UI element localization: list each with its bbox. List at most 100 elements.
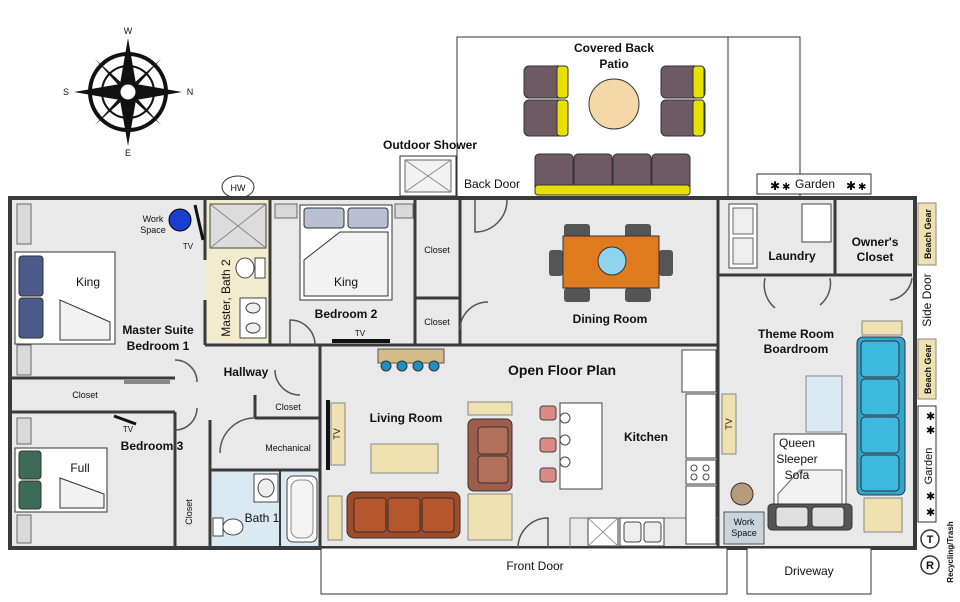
svg-text:T: T <box>927 534 934 546</box>
side-table <box>467 401 513 416</box>
svg-text:Master, Bath 2: Master, Bath 2 <box>219 259 233 337</box>
loveseat <box>467 418 513 492</box>
closet-hallway: Closet <box>275 402 301 412</box>
svg-text:Recycling/Trash: Recycling/Trash <box>946 521 955 582</box>
bed-full-bedroom3: Full <box>14 447 108 513</box>
closet-bedroom2-a: Closet <box>424 245 450 255</box>
plant-icon: ✱ <box>926 410 935 423</box>
svg-text:Full: Full <box>70 461 89 475</box>
bed-king-bedroom2: King <box>299 204 393 301</box>
side-table-theme <box>861 320 903 336</box>
plant-icon: ✱ <box>782 182 790 193</box>
coffee-table-theme <box>805 375 843 433</box>
living-room-label: Living Room <box>370 411 443 425</box>
svg-text:Outdoor Shower: Outdoor Shower <box>383 138 477 152</box>
sofa-theme <box>856 336 906 496</box>
plant-icon: ✱ <box>858 182 866 193</box>
water-heater: HW <box>221 175 255 199</box>
svg-text:TV: TV <box>183 242 194 251</box>
patio-chair <box>523 65 569 99</box>
closet-master: Closet <box>72 380 170 400</box>
plant-icon: ✱ <box>846 179 856 193</box>
tv-living: TV <box>326 400 346 470</box>
svg-text:TV: TV <box>332 428 342 440</box>
end-table <box>327 495 343 541</box>
hallway-label: Hallway <box>224 365 269 379</box>
svg-text:Driveway: Driveway <box>784 564 833 578</box>
svg-text:TV: TV <box>355 329 366 338</box>
bar-counter <box>377 348 445 372</box>
compass-bottom-label: E <box>125 148 131 158</box>
svg-text:King: King <box>76 275 100 289</box>
door-swings <box>174 199 913 549</box>
compass-top-label: W <box>124 26 133 36</box>
coffee-table <box>370 443 439 474</box>
svg-text:Closet: Closet <box>72 390 98 400</box>
patio-chair <box>660 65 706 99</box>
tv-bedroom3: TV <box>113 414 137 434</box>
bath1: Bath 1 <box>212 473 318 543</box>
svg-text:TV: TV <box>724 418 734 430</box>
garden-top: Garden ✱ ✱ ✱ ✱ <box>756 173 872 195</box>
plant-icon: ✱ <box>926 506 935 519</box>
dining-table <box>549 224 673 302</box>
sofa-living <box>346 491 461 539</box>
master-bath: Master, Bath 2 <box>209 203 267 339</box>
kitchen-counter <box>587 349 717 547</box>
back-door-label: Back Door <box>464 177 520 191</box>
closet-bedroom3: Closet <box>184 499 194 525</box>
svg-text:Beach Gear: Beach Gear <box>923 343 933 394</box>
laundry: Laundry <box>728 203 832 269</box>
patio-sofa <box>534 153 691 196</box>
svg-text:R: R <box>926 560 934 572</box>
bed-king-master: King <box>14 251 116 345</box>
svg-text:Garden: Garden <box>795 177 835 191</box>
beach-gear-storage: Beach Gear Beach Gear Garden <box>917 202 937 523</box>
plant-icon: ✱ <box>926 424 935 437</box>
outdoor-shower: Outdoor Shower <box>383 138 477 197</box>
compass-left-label: S <box>63 87 69 97</box>
svg-text:HW: HW <box>231 183 246 193</box>
closet-bedroom2-b: Closet <box>424 317 450 327</box>
kitchen-island <box>539 402 603 490</box>
side-door-label: Side Door <box>920 273 934 326</box>
svg-text:Bath 1: Bath 1 <box>245 511 280 525</box>
compass-rose-icon: W E S N <box>63 26 193 158</box>
dining-label: Dining Room <box>573 312 648 326</box>
svg-text:Laundry: Laundry <box>768 249 816 263</box>
driveway: Driveway <box>746 547 872 595</box>
front-porch: Front Door <box>320 547 728 595</box>
compass-right-label: N <box>187 87 194 97</box>
bedroom3-label: Bedroom 3 <box>121 439 184 453</box>
plant-icon: ✱ <box>770 179 780 193</box>
patio-table <box>588 78 640 130</box>
kitchen-label: Kitchen <box>624 430 668 444</box>
svg-text:King: King <box>334 275 358 289</box>
svg-text:Front Door: Front Door <box>506 559 563 573</box>
svg-text:Garden: Garden <box>923 448 935 485</box>
svg-text:TV: TV <box>123 425 134 434</box>
tv-bedroom2: TV <box>332 329 390 343</box>
open-floor-plan-label: Open Floor Plan <box>508 362 616 378</box>
plant-icon: ✱ <box>926 490 935 503</box>
bedroom2-label: Bedroom 2 <box>315 307 378 321</box>
ottoman <box>467 493 513 541</box>
ottoman-theme <box>863 497 903 533</box>
recycling-trash: T R Recycling/Trash <box>920 521 955 583</box>
tv-theme: TV <box>721 393 737 455</box>
svg-text:Beach Gear: Beach Gear <box>923 208 933 259</box>
mechanical-label: Mechanical <box>265 443 311 453</box>
patio-chair <box>660 99 706 137</box>
